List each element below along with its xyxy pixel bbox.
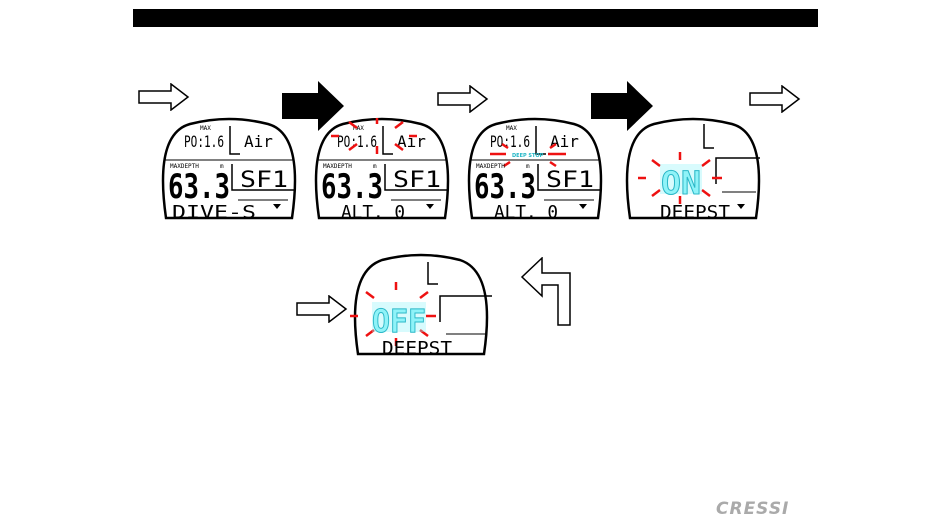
altitude-label: ALT. 0 <box>341 202 405 222</box>
po2-readout: PO:1.6 <box>184 132 224 151</box>
altitude-label: ALT. 0 <box>494 202 558 222</box>
header-bar <box>133 9 818 27</box>
dive-computer-screen: MAX PO:1.6 Air DEEP STOP MAXDEPTH m 63.3… <box>466 114 604 222</box>
setting-value: OFF <box>372 302 426 340</box>
menu-label: DEEPST <box>660 202 730 222</box>
max-depth-value: 63.3 <box>168 167 230 207</box>
max-label: MAX <box>506 125 517 132</box>
max-depth-value: 63.3 <box>321 167 383 207</box>
safety-factor: SF1 <box>393 168 441 193</box>
arrow-right-outline-icon <box>296 295 348 323</box>
dive-computer-screen: MAX PO:1.6 Air MAXDEPTH m 63.3 SF1 ALT. … <box>313 114 451 222</box>
deep-stop-tag: DEEP STOP <box>512 153 544 159</box>
gas-mix: Air <box>550 132 579 151</box>
dive-computer-screen: ON DEEPST <box>624 114 762 222</box>
max-depth-value: 63.3 <box>474 167 536 207</box>
safety-factor: SF1 <box>240 168 288 193</box>
gas-mix: Air <box>244 132 273 151</box>
arrow-right-outline-icon <box>749 85 801 113</box>
arrow-right-outline-icon <box>437 85 489 113</box>
dive-computer-screen: MAX PO:1.6 Air MAXDEPTH m 63.3 SF1 DIVE-… <box>160 114 298 222</box>
po2-readout: PO:1.6 <box>337 132 377 151</box>
menu-label: DEEPST <box>382 338 452 359</box>
mode-label: DIVE-S <box>172 202 256 222</box>
po2-readout: PO:1.6 <box>490 132 530 151</box>
dive-computer-screen: OFF DEEPST <box>346 250 496 360</box>
safety-factor: SF1 <box>546 168 594 193</box>
setting-value: ON <box>661 164 701 202</box>
arrow-right-outline-icon <box>138 83 190 111</box>
brand-logo: CRESSI <box>716 499 789 519</box>
max-label: MAX <box>200 125 211 132</box>
return-arrow-icon <box>520 257 574 327</box>
